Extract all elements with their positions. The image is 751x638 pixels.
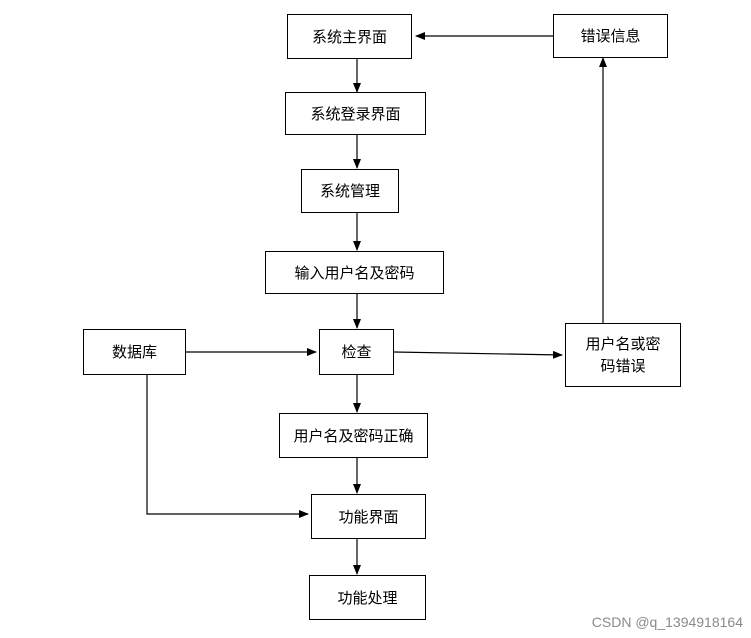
node-function-process-label: 功能处理 xyxy=(337,588,398,607)
node-database: 数据库 xyxy=(83,329,186,375)
node-function-ui-label: 功能界面 xyxy=(338,507,399,526)
node-wrong-line1: 用户名或密 xyxy=(585,335,661,353)
node-input-credentials: 输入用户名及密码 xyxy=(265,251,444,294)
node-error-info: 错误信息 xyxy=(553,14,668,58)
node-function-ui: 功能界面 xyxy=(311,494,426,539)
node-sys-manage-label: 系统管理 xyxy=(319,182,380,200)
node-main-ui: 系统主界面 xyxy=(287,14,412,59)
watermark: CSDN @q_1394918164 xyxy=(591,614,743,630)
node-input-credentials-label: 输入用户名及密码 xyxy=(294,263,415,282)
node-wrong-credentials: 用户名或密 码错误 xyxy=(565,323,681,387)
node-check-label: 检查 xyxy=(341,343,372,361)
node-database-label: 数据库 xyxy=(111,343,157,361)
node-correct: 用户名及密码正确 xyxy=(279,413,428,458)
node-wrong-line2: 码错误 xyxy=(600,357,646,375)
arrow-database-to-function xyxy=(146,375,309,518)
node-error-info-label: 错误信息 xyxy=(580,27,641,45)
node-correct-label: 用户名及密码正确 xyxy=(293,426,414,445)
node-login-ui-label: 系统登录界面 xyxy=(310,104,401,123)
node-function-process: 功能处理 xyxy=(309,575,426,620)
arrow-check-to-wrong xyxy=(393,350,563,359)
node-login-ui: 系统登录界面 xyxy=(285,92,426,135)
node-sys-manage: 系统管理 xyxy=(301,169,399,213)
node-main-ui-label: 系统主界面 xyxy=(311,27,387,46)
node-check: 检查 xyxy=(319,329,394,375)
